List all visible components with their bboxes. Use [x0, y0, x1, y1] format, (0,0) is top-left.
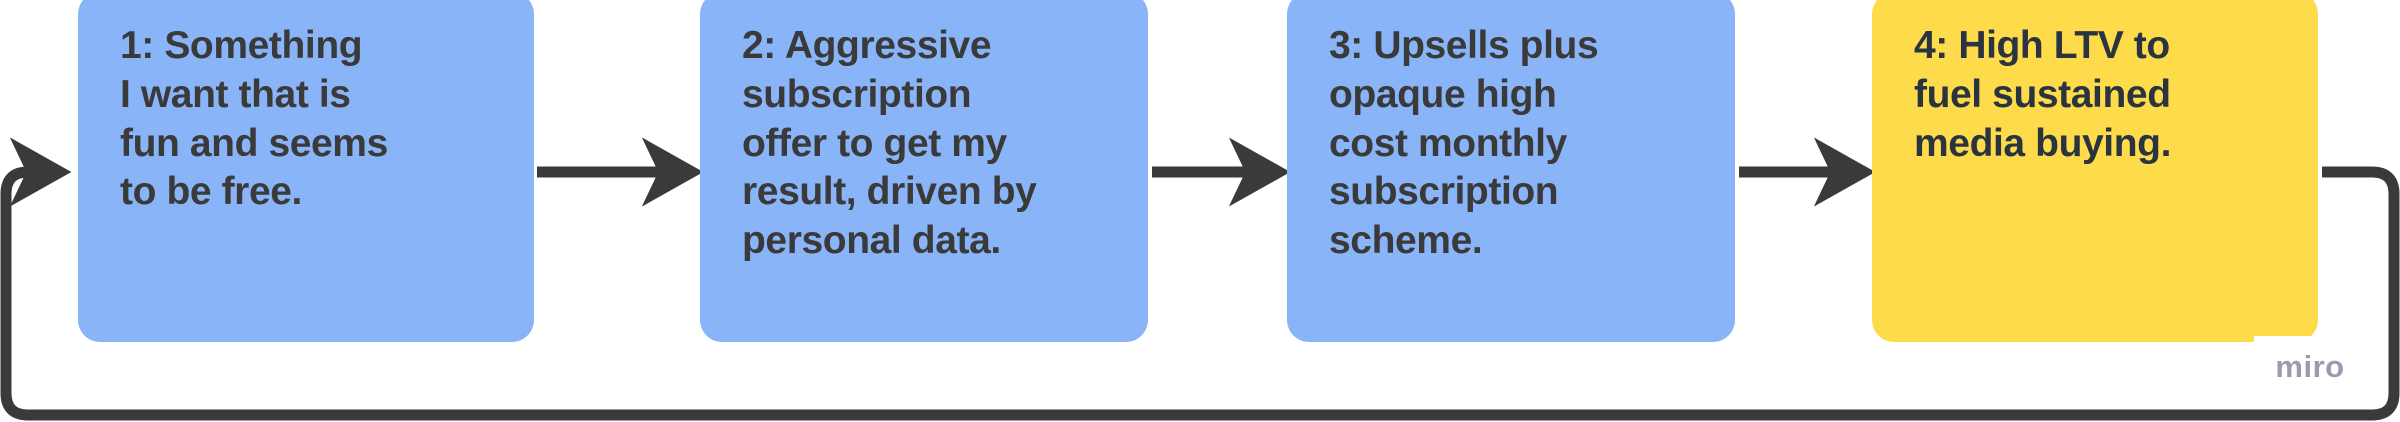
miro-watermark-label: miro	[2275, 349, 2345, 384]
miro-watermark: miro	[2254, 336, 2366, 398]
flow-node-4[interactable]: 4: High LTV to fuel sustained media buyi…	[1872, 0, 2318, 342]
flow-node-1-label: 1: Something I want that is fun and seem…	[120, 24, 388, 214]
flow-node-4-label: 4: High LTV to fuel sustained media buyi…	[1914, 24, 2172, 165]
flow-node-3-label: 3: Upsells plus opaque high cost monthly…	[1329, 24, 1599, 262]
flow-node-3[interactable]: 3: Upsells plus opaque high cost monthly…	[1287, 0, 1735, 342]
flow-node-2[interactable]: 2: Aggressive subscription offer to get …	[700, 0, 1148, 342]
flow-node-2-label: 2: Aggressive subscription offer to get …	[742, 24, 1037, 262]
flow-node-1[interactable]: 1: Something I want that is fun and seem…	[78, 0, 534, 342]
